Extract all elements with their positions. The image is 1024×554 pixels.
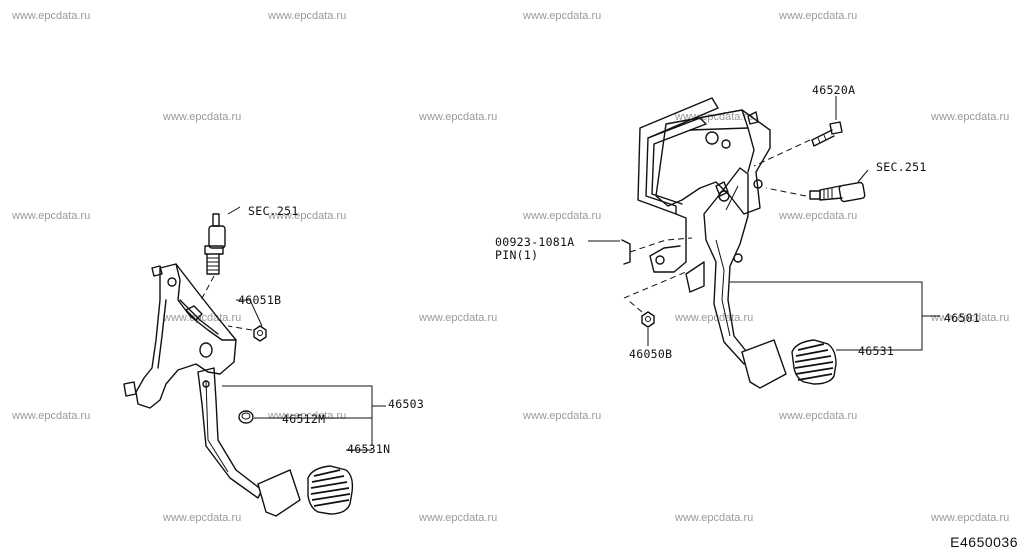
label-right-46501: 46501 (944, 311, 981, 325)
left-loose-pad (307, 465, 354, 515)
left-pedal-foot (257, 469, 301, 517)
watermark: www.epcdata.ru (419, 312, 498, 324)
watermark: www.epcdata.ru (12, 210, 91, 222)
label-right-46531: 46531 (858, 344, 895, 358)
watermark: www.epcdata.ru (419, 111, 498, 123)
watermark: www.epcdata.ru (163, 111, 242, 123)
left-pedal-arm (197, 367, 263, 499)
watermark: www.epcdata.ru (779, 210, 858, 222)
watermark: www.epcdata.ru (163, 312, 242, 324)
left-pedal-assembly (123, 206, 386, 517)
watermark: www.epcdata.ru (268, 410, 347, 422)
label-right-sec251: SEC.251 (876, 160, 927, 174)
right-pedal-arm (685, 167, 751, 365)
watermark: www.epcdata.ru (163, 512, 242, 524)
watermark: www.epcdata.ru (675, 312, 754, 324)
right-sensor-switch (809, 181, 866, 203)
watermark: www.epcdata.ru (931, 512, 1010, 524)
label-left-46531n: 46531N (347, 442, 391, 456)
watermark: www.epcdata.ru (675, 512, 754, 524)
watermark: www.epcdata.ru (12, 10, 91, 22)
watermark: www.epcdata.ru (268, 10, 347, 22)
watermark: www.epcdata.ru (931, 312, 1010, 324)
label-left-46503: 46503 (388, 397, 425, 411)
right-pedal-bracket (637, 97, 771, 273)
watermark: www.epcdata.ru (779, 410, 858, 422)
watermark: www.epcdata.ru (523, 410, 602, 422)
left-sensor-switch (204, 213, 226, 275)
watermark: www.epcdata.ru (523, 210, 602, 222)
label-right-46520a: 46520A (812, 83, 856, 97)
left-nut (253, 325, 267, 342)
watermark: www.epcdata.ru (523, 10, 602, 22)
label-left-sec251: SEC.251 (248, 204, 299, 218)
right-loose-pad (791, 339, 837, 385)
right-pedal-foot (741, 339, 787, 389)
right-bolt (811, 121, 843, 147)
diagram-code: E4650036 (950, 534, 1018, 550)
label-right-46050b: 46050B (629, 347, 673, 361)
right-pedal-assembly (588, 96, 940, 389)
watermark: www.epcdata.ru (268, 210, 347, 222)
left-pedal-bracket (123, 263, 237, 409)
watermark: www.epcdata.ru (779, 10, 858, 22)
label-left-46512m: 46512M (282, 412, 326, 426)
right-nut (641, 311, 655, 328)
label-right-pin-qty: PIN(1) (495, 248, 539, 262)
right-pin (621, 239, 631, 265)
label-left-46051b: 46051B (238, 293, 282, 307)
watermark: www.epcdata.ru (419, 512, 498, 524)
watermark: www.epcdata.ru (12, 410, 91, 422)
watermark: www.epcdata.ru (931, 111, 1010, 123)
left-stopper (238, 410, 254, 424)
label-right-00923-1081a: 00923-1081A (495, 235, 575, 249)
